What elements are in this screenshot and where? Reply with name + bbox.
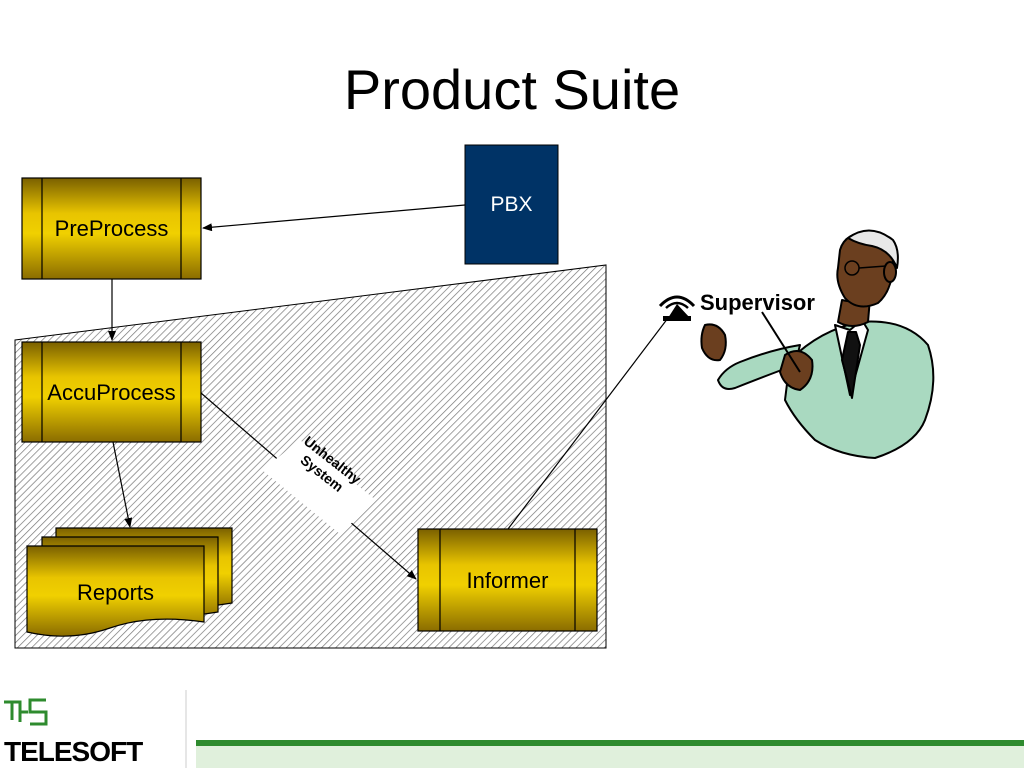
supervisor-figure (700, 229, 935, 459)
preprocess-label: PreProcess (54, 216, 169, 241)
informer-box (417, 528, 598, 632)
informer-label: Informer (466, 568, 549, 593)
supervisor-label: Supervisor (700, 290, 815, 315)
slide-title: Product Suite (343, 58, 681, 121)
unhealthy-label-bg (262, 440, 376, 534)
telesoft-logo-mark (4, 698, 48, 726)
pbx-box (464, 144, 559, 265)
line-informer-to-supervisor (507, 317, 669, 530)
preprocess-box (21, 177, 202, 280)
footer-bar-stripe (196, 740, 1024, 746)
telesoft-logo-text: TELESOFT (4, 736, 143, 767)
arrow-accuprocess-to-reports (112, 441, 133, 528)
pbx-label: PBX (490, 193, 533, 216)
reports-stack (26, 527, 233, 637)
reports-label: Reports (76, 580, 155, 605)
accuprocess-label: AccuProcess (47, 380, 176, 405)
pager-signal-icon (658, 295, 696, 321)
arrow-pbx-to-preprocess (202, 204, 466, 232)
accuprocess-box (21, 341, 202, 443)
